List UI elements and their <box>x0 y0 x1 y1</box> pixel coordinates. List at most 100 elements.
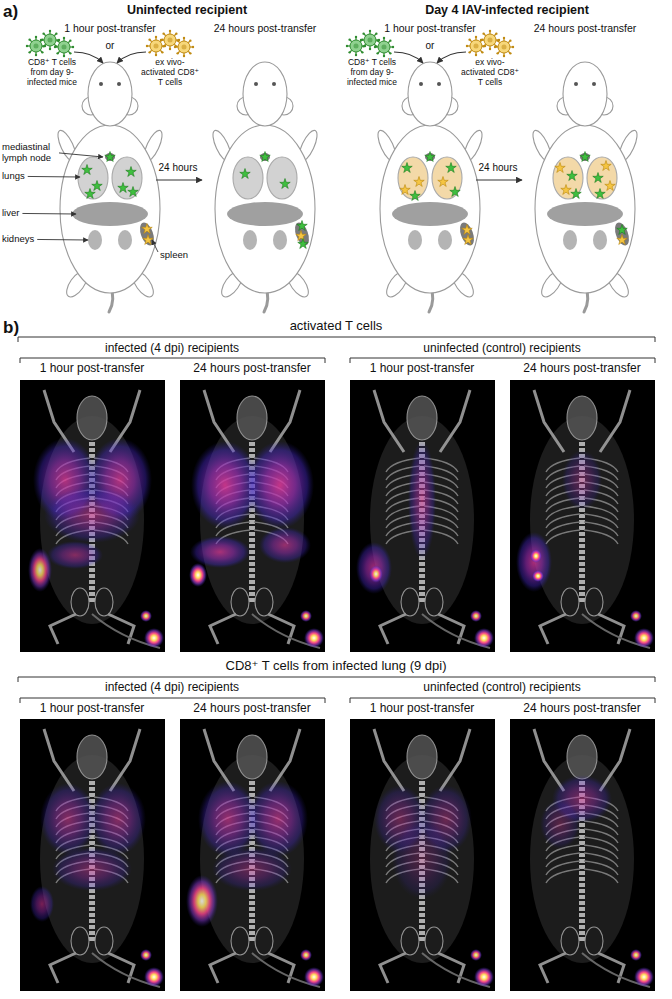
time-label: 1 hour post-transfer <box>370 702 475 716</box>
cell-spike-tip <box>49 30 51 32</box>
signal-blob <box>540 799 580 849</box>
lung-organ <box>553 157 583 199</box>
cell-spike-tip <box>162 32 164 34</box>
vertebra <box>419 574 425 578</box>
mouse-head <box>243 62 287 126</box>
time-label: 24 hours post-transfer <box>523 362 640 376</box>
rib <box>546 514 580 528</box>
vertebra <box>249 580 255 584</box>
scan-content <box>510 380 655 652</box>
t-cell-icon <box>160 30 180 50</box>
transfer-arrow <box>74 52 103 63</box>
green-cell-marker <box>240 168 250 178</box>
vertebra <box>579 925 585 929</box>
cell-spike-tip <box>496 39 498 41</box>
forelimb <box>600 390 630 452</box>
organ-label: lungs <box>2 171 25 182</box>
time-label: 1 hour post-transfer <box>40 702 145 716</box>
rib <box>546 853 580 867</box>
cell-spike-tip <box>169 30 171 32</box>
vertebra <box>419 568 425 572</box>
cell-body <box>58 41 70 53</box>
pet-ct-scan <box>350 719 495 991</box>
cell-spike-tip <box>389 39 391 41</box>
green-cell-marker <box>410 190 420 200</box>
signal-blob <box>516 532 552 592</box>
signal-blob <box>630 610 642 622</box>
hindlimb <box>210 614 236 644</box>
vertebra <box>579 871 585 875</box>
vertebra <box>89 781 95 785</box>
vertebra <box>579 544 585 548</box>
group-heading: infected (4 dpi) recipients <box>105 342 239 356</box>
pelvis <box>95 588 113 616</box>
mouse-eye <box>592 82 596 86</box>
vertebra <box>249 895 255 899</box>
t-cell-icon <box>174 37 194 57</box>
pet-ct-scan <box>510 719 655 991</box>
skull <box>567 396 597 440</box>
vertebra <box>89 925 95 929</box>
forelimb <box>374 390 404 452</box>
signal-blob <box>189 563 207 587</box>
vertebra <box>579 538 585 542</box>
cell-spike-tip <box>495 32 497 34</box>
signal-blob <box>90 783 146 855</box>
cell-label: CD8⁺ T cells from day 9-infected mice <box>20 58 84 87</box>
cell-spike-tip <box>489 48 491 50</box>
skull <box>407 735 437 779</box>
vertebra <box>249 574 255 578</box>
vertebra <box>249 556 255 560</box>
green-cell-marker <box>450 186 460 196</box>
pelvis <box>425 588 443 616</box>
lung-organ <box>398 157 428 199</box>
skeleton <box>374 729 490 987</box>
cell-spike-tip <box>63 37 65 39</box>
mouse-eye <box>99 82 103 86</box>
signal-blob <box>140 949 152 961</box>
signal-blob <box>392 819 452 899</box>
t-cell-icon <box>26 36 46 56</box>
cell-spike-tip <box>392 46 394 48</box>
cell-spike-tip <box>376 52 378 54</box>
cell-spike-tip <box>509 52 511 54</box>
time-label: 24 hours post-transfer <box>193 362 310 376</box>
cell-spike-tip <box>192 46 194 48</box>
scan-content <box>350 380 495 652</box>
kidney-organ <box>118 230 132 250</box>
vertebra <box>89 598 95 602</box>
cell-spike-tip <box>183 37 185 39</box>
yellow-cell-marker <box>143 234 153 244</box>
cell-spike-tip <box>26 45 28 47</box>
time-label: 24 hours post-transfer <box>214 22 317 34</box>
panel-heading: Uninfected recipient <box>127 3 247 17</box>
vertebra <box>89 580 95 584</box>
kidney-organ <box>438 230 452 250</box>
transfer-arrow <box>437 52 466 63</box>
yellow-cell-marker <box>462 224 472 234</box>
signal-blob <box>30 886 54 922</box>
yellow-cell-marker <box>605 180 615 190</box>
cell-spike-tip <box>63 55 65 57</box>
vertebra <box>419 925 425 929</box>
vertebra <box>419 919 425 923</box>
vertebra <box>249 598 255 602</box>
rib <box>546 522 580 536</box>
panel-heading: Day 4 IAV-infected recipient <box>425 3 589 17</box>
vertebra <box>89 448 95 452</box>
vertebra <box>89 442 95 446</box>
signal-blob <box>532 570 544 582</box>
vertebra <box>249 544 255 548</box>
pet-ct-scan <box>20 719 165 991</box>
cell-spike-tip <box>369 48 371 50</box>
hindlimb <box>210 953 236 983</box>
skeleton <box>204 729 320 987</box>
cell-spike-tip <box>355 36 357 38</box>
spleen-organ <box>612 221 631 248</box>
vertebra <box>89 895 95 899</box>
cell-spike-tip <box>348 38 350 40</box>
skull <box>567 735 597 779</box>
yellow-cell-marker <box>142 223 152 233</box>
signal-blob <box>47 541 103 569</box>
mouse-illustration <box>209 62 320 312</box>
